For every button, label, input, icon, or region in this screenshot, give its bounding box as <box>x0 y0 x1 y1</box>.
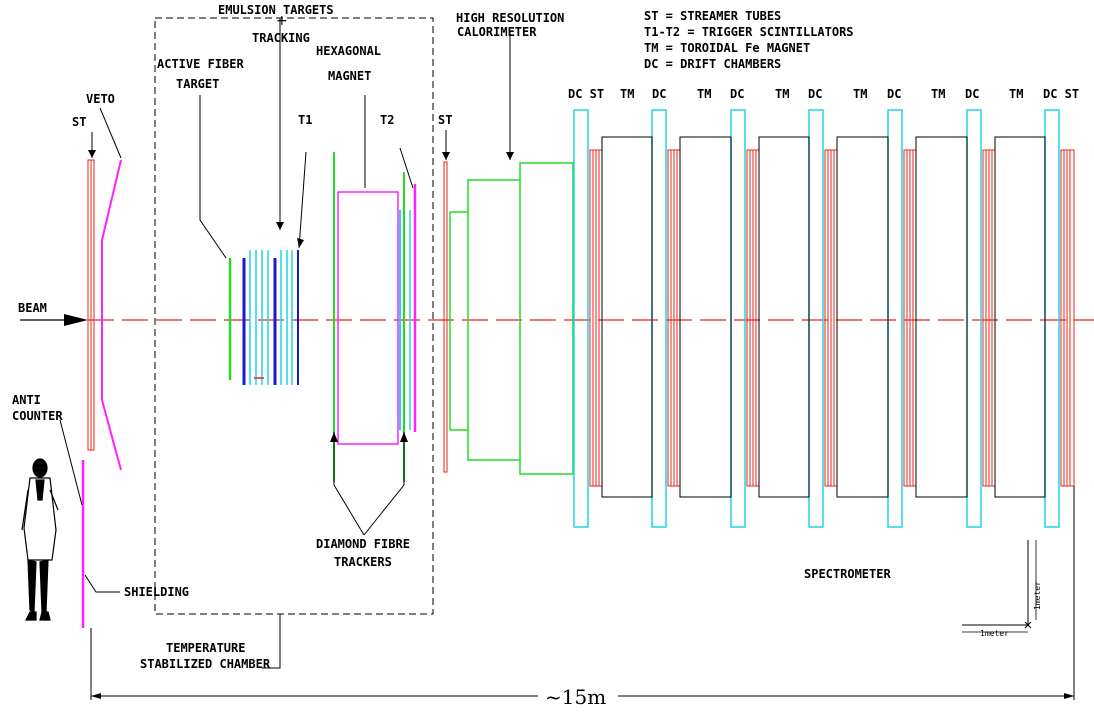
veto-counter <box>101 159 122 471</box>
spectrometer-top-label: DC <box>965 87 979 101</box>
spectrometer-top-label: TM <box>620 87 634 101</box>
legend-item: TM = TOROIDAL Fe MAGNET <box>644 41 810 55</box>
drift-chamber <box>573 109 589 528</box>
spectrometer-label: SPECTROMETER <box>804 567 891 581</box>
hexagonal-label: HEXAGONAL <box>316 44 381 58</box>
spectrometer-top-label: TM <box>1009 87 1023 101</box>
drift-chamber <box>730 109 746 528</box>
calorimeter-label: CALORIMETER <box>457 25 537 39</box>
spectrometer <box>573 109 1075 528</box>
emulsion-targets-label: EMULSION TARGETS <box>218 3 334 17</box>
drift-chamber <box>887 109 903 528</box>
spectrometer-top-label: TM <box>775 87 789 101</box>
spectrometer-top-label: DC <box>887 87 901 101</box>
spectrometer-top-labels: DC ST TM DC TM DC TM DC TM DC TM DC TM D… <box>568 87 1079 101</box>
counter-label: COUNTER <box>12 409 63 423</box>
emulsion-target-stack <box>242 250 299 385</box>
toroidal-magnets <box>601 136 1046 498</box>
veto-label: VETO <box>86 92 115 106</box>
person-silhouette <box>21 458 59 621</box>
spectrometer-top-label: DC ST <box>1043 87 1079 101</box>
diamond-fibre-label: DIAMOND FIBRE <box>316 537 410 551</box>
legend-item: ST = STREAMER TUBES <box>644 9 781 23</box>
target-label: TARGET <box>176 77 219 91</box>
high-resolution-label: HIGH RESOLUTION <box>456 11 564 25</box>
active-fiber-label: ACTIVE FIBER <box>157 57 244 71</box>
trackers-label: TRACKERS <box>334 555 392 569</box>
one-meter-scale: 1meter 1meter <box>962 540 1042 638</box>
drift-chamber <box>1044 109 1060 528</box>
streamer-tubes-first <box>589 149 603 487</box>
stabilized-chamber-label: STABILIZED CHAMBER <box>140 657 271 671</box>
temperature-label: TEMPERATURE <box>166 641 245 655</box>
one-meter-h-label: 1meter <box>980 629 1009 638</box>
pointer-lines <box>59 18 511 669</box>
drift-chamber <box>808 109 824 528</box>
magnet-label: MAGNET <box>328 69 371 83</box>
beam-label: BEAM <box>18 301 47 315</box>
legend: ST = STREAMER TUBES T1-T2 = TRIGGER SCIN… <box>644 9 854 71</box>
drift-chamber <box>966 109 982 528</box>
anti-label: ANTI <box>12 393 41 407</box>
spectrometer-top-label: TM <box>931 87 945 101</box>
spectrometer-top-label: TM <box>853 87 867 101</box>
st-left-label: ST <box>72 115 86 129</box>
hexagonal-magnet <box>337 191 399 445</box>
streamer-tubes <box>667 149 1075 487</box>
spectrometer-top-label: DC <box>652 87 666 101</box>
spectrometer-top-label: DC <box>730 87 744 101</box>
st-mid-label: ST <box>438 113 452 127</box>
shielding-label: SHIELDING <box>124 585 189 599</box>
st-mid-block <box>443 161 448 473</box>
temperature-chamber <box>154 17 434 615</box>
drift-chamber <box>651 109 667 528</box>
one-meter-v-label: 1meter <box>1033 581 1042 610</box>
length-label: ~15m <box>545 685 606 709</box>
legend-item: DC = DRIFT CHAMBERS <box>644 57 781 71</box>
spectrometer-top-label: DC ST <box>568 87 604 101</box>
t1-label: T1 <box>298 113 312 127</box>
spectrometer-top-label: DC <box>808 87 822 101</box>
t2-label: T2 <box>380 113 394 127</box>
beam-arrow-head <box>64 314 88 326</box>
legend-item: T1-T2 = TRIGGER SCINTILLATORS <box>644 25 854 39</box>
tracking-label: TRACKING <box>252 31 310 45</box>
spectrometer-top-label: TM <box>697 87 711 101</box>
svg-text:+: + <box>276 13 288 29</box>
